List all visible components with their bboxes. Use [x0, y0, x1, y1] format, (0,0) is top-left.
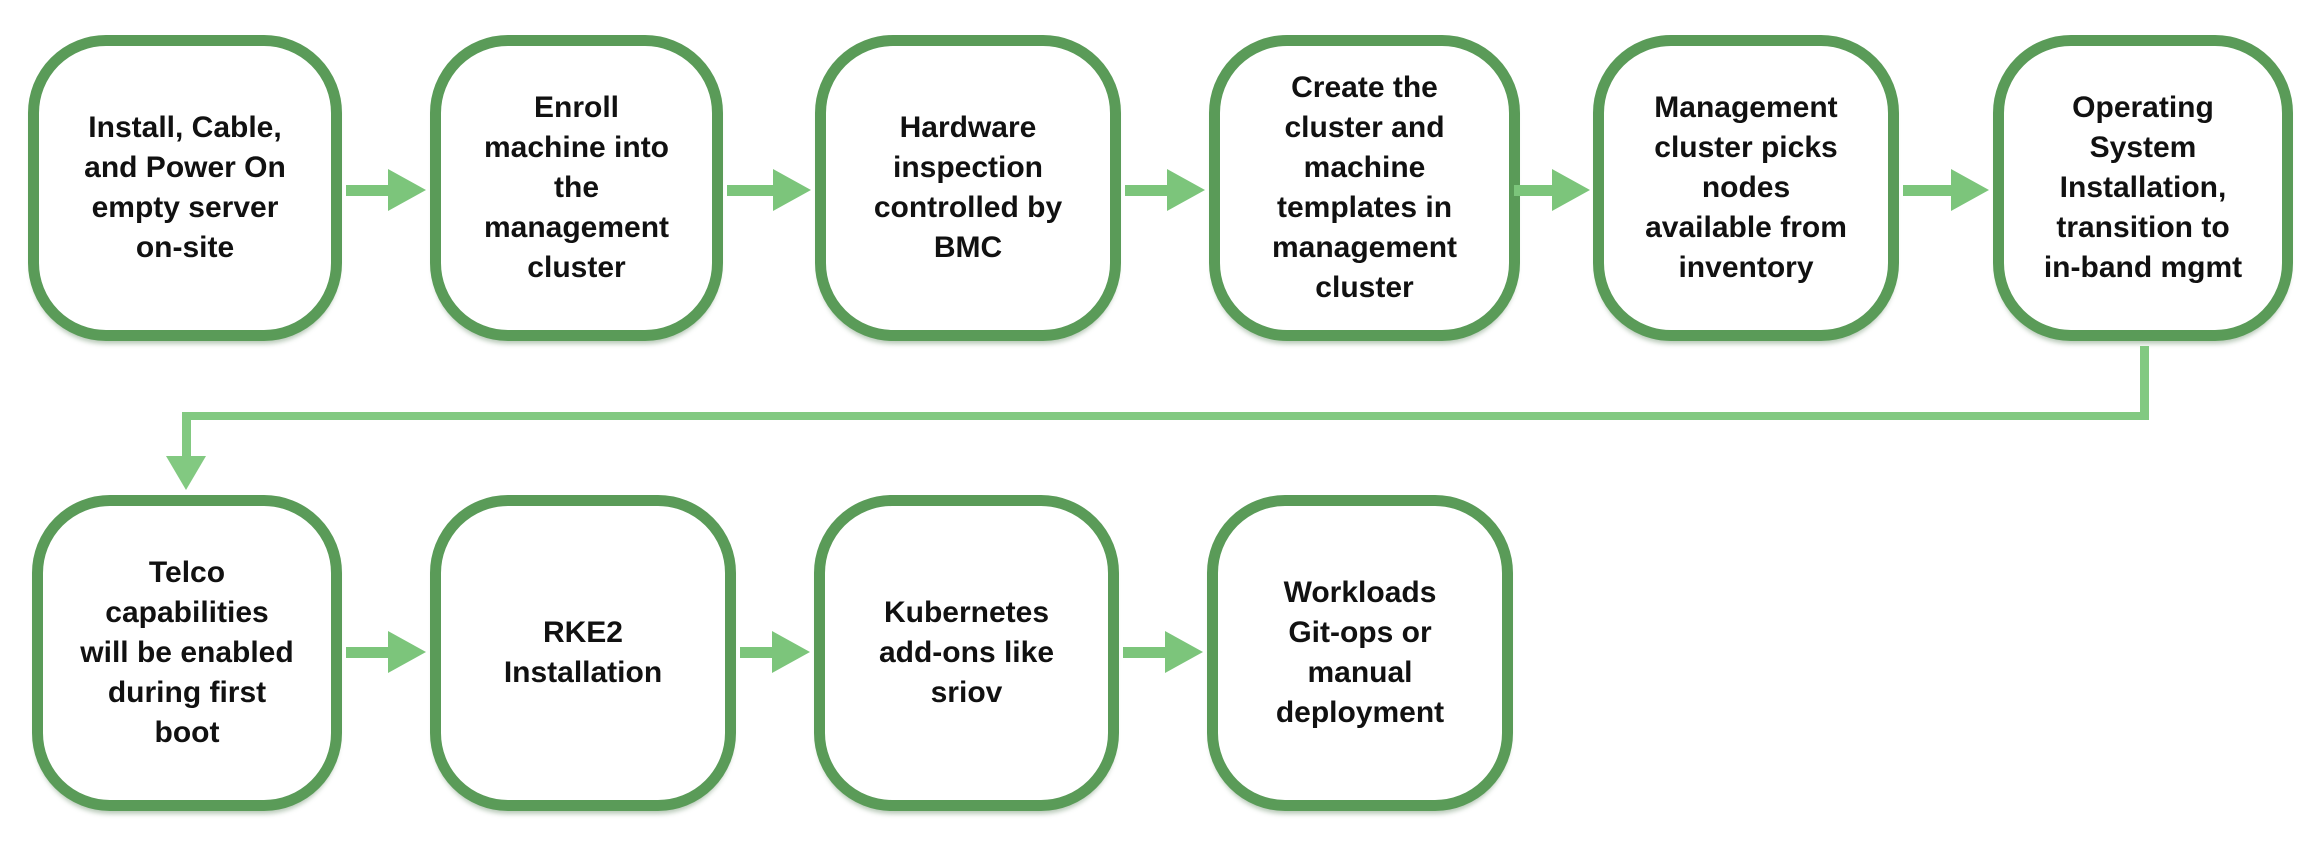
- flow-node-label: Workloads Git-ops or manual deployment: [1275, 576, 1445, 729]
- flow-node-install-cable-power-on: Install, Cable, and Power On empty serve…: [28, 35, 342, 341]
- flow-node-label: Management cluster picks nodes available…: [1645, 91, 1847, 284]
- flow-node-rke2-installation: RKE2 Installation: [430, 495, 736, 811]
- flow-arrow-right-icon: [1514, 168, 1590, 212]
- flow-node-enroll-machine: Enroll machine into the management clust…: [430, 35, 723, 341]
- flow-node-create-cluster-templates: Create the cluster and machine templates…: [1209, 35, 1520, 341]
- flow-node-label: RKE2 Installation: [503, 616, 663, 689]
- flow-node-workloads-deployment: Workloads Git-ops or manual deployment: [1207, 495, 1513, 811]
- flow-node-label: Install, Cable, and Power On empty serve…: [84, 111, 286, 264]
- flow-node-management-cluster-picks-nodes: Management cluster picks nodes available…: [1593, 35, 1899, 341]
- flow-arrow-right-icon: [346, 630, 426, 674]
- flow-arrow-down-icon: [166, 456, 206, 490]
- flow-node-os-installation: Operating System Installation, transitio…: [1993, 35, 2293, 341]
- flow-connector-elbow-vertical-right: [2140, 346, 2149, 419]
- flow-arrow-right-icon: [346, 168, 426, 212]
- flow-arrow-right-icon: [740, 630, 810, 674]
- flow-node-label: Kubernetes add-ons like sriov: [878, 596, 1055, 709]
- flow-node-hardware-inspection: Hardware inspection controlled by BMC: [815, 35, 1121, 341]
- flow-node-label: Telco capabilities will be enabled durin…: [80, 556, 294, 749]
- flow-arrow-right-icon: [727, 168, 811, 212]
- flow-node-label: Create the cluster and machine templates…: [1271, 71, 1458, 304]
- flow-arrow-right-icon: [1903, 168, 1989, 212]
- flow-connector-elbow-horizontal: [182, 412, 2149, 420]
- flow-connector-elbow-vertical-left: [182, 412, 191, 458]
- flow-node-telco-capabilities: Telco capabilities will be enabled durin…: [32, 495, 342, 811]
- flow-node-label: Hardware inspection controlled by BMC: [873, 111, 1063, 264]
- flow-arrow-right-icon: [1123, 630, 1203, 674]
- flow-node-kubernetes-addons: Kubernetes add-ons like sriov: [814, 495, 1119, 811]
- flow-node-label: Operating System Installation, transitio…: [2043, 91, 2243, 284]
- flow-node-label: Enroll machine into the management clust…: [483, 91, 670, 284]
- flow-arrow-right-icon: [1125, 168, 1205, 212]
